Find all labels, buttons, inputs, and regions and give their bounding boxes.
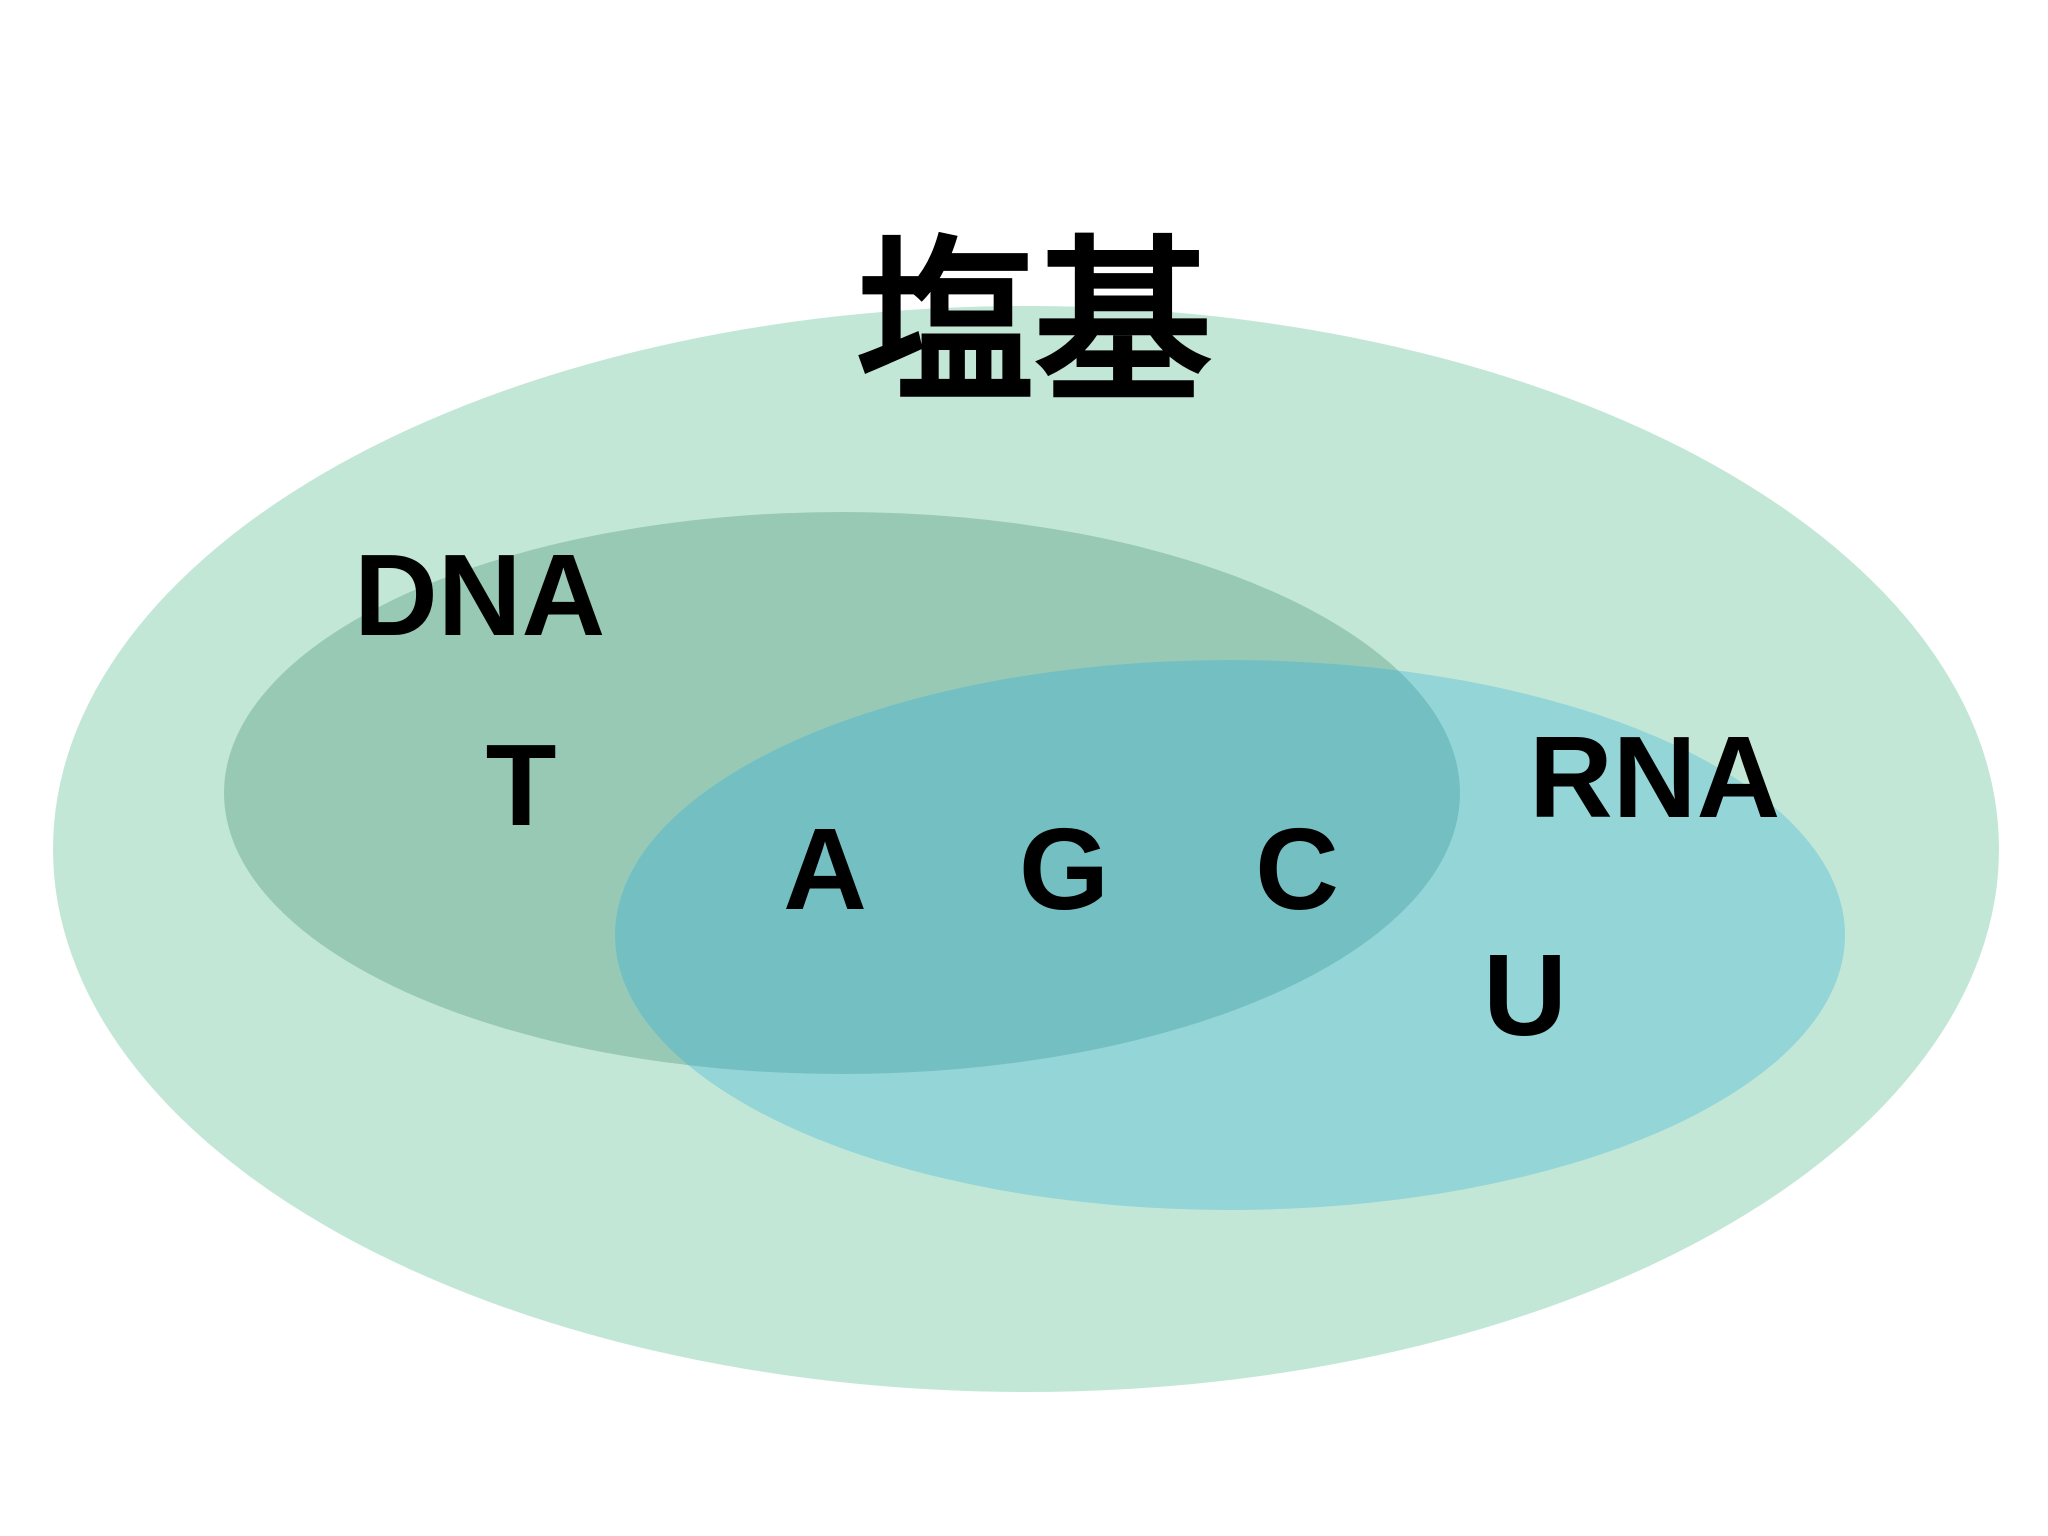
base-g: G [1019,804,1109,934]
base-a: A [783,804,867,934]
diagram-title: 塩基 [856,220,1212,427]
base-u: U [1483,930,1567,1060]
rna-label: RNA [1529,712,1780,842]
base-t: T [486,720,557,850]
dna-label: DNA [354,530,605,660]
base-c: C [1255,804,1339,934]
